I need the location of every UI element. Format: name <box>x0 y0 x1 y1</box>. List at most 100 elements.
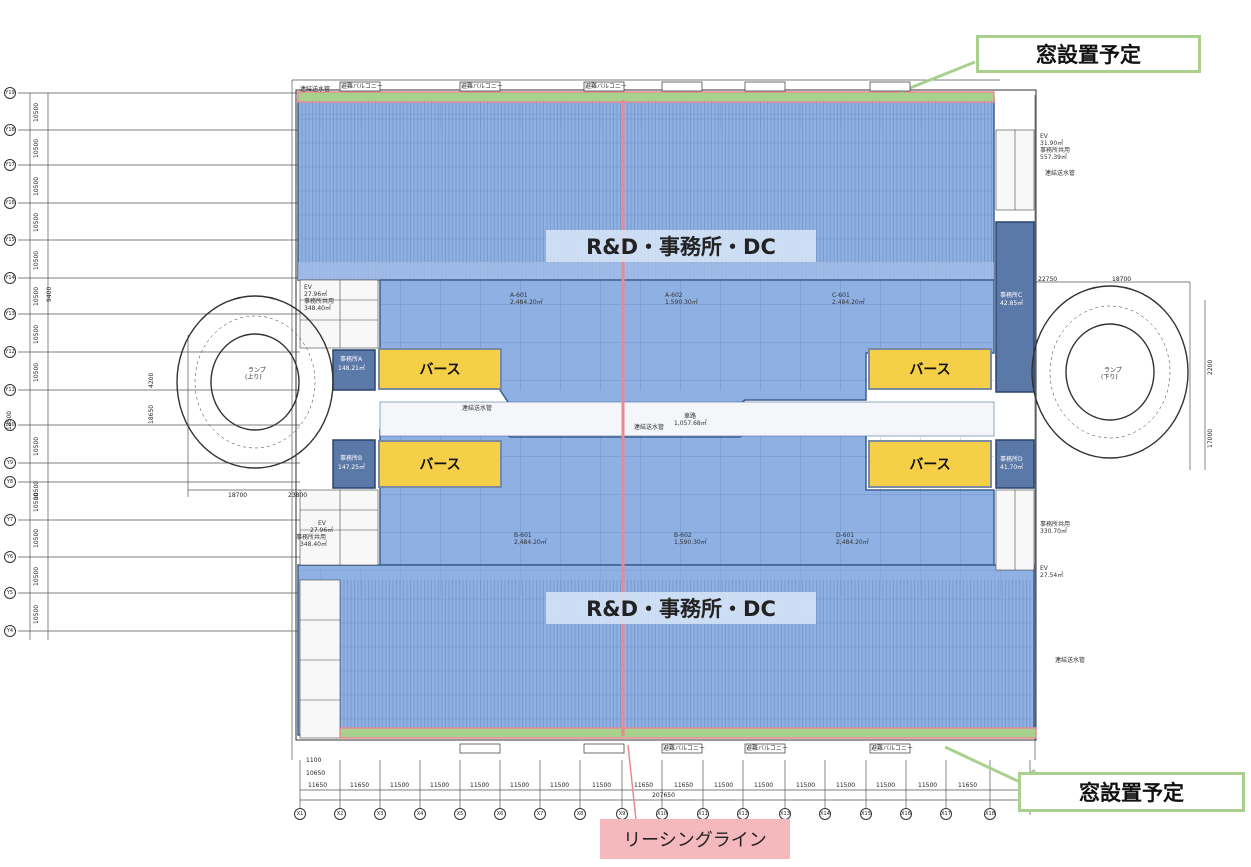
grid-col-bubble: X18 <box>984 808 996 820</box>
grid-col-bubble: X16 <box>900 808 912 820</box>
common-ne-area: 557.39㎡ <box>1040 154 1067 161</box>
office-c-block <box>995 221 1035 393</box>
pipe-label: 連結送水管 <box>300 86 331 93</box>
ramp-right-label: ランプ <box>1104 367 1122 374</box>
vdim: 10500 <box>33 250 40 270</box>
ev-sw-label: EV <box>318 520 326 527</box>
span-dim: 11500 <box>754 782 774 789</box>
vdim: 10500 <box>33 566 40 586</box>
span-dim: 11650 <box>350 782 370 789</box>
grid-row-bubble: Y6 <box>4 551 16 563</box>
grid-row-bubble: Y16 <box>4 197 16 209</box>
span-dim: 11650 <box>634 782 654 789</box>
ev-ne-area: 31.90㎡ <box>1040 140 1064 147</box>
span-dim: 11500 <box>470 782 490 789</box>
lane-area: 1,057.68㎡ <box>674 420 707 427</box>
common-se-label: 事務所共用 <box>1040 521 1071 528</box>
ev-se-label: EV <box>1040 565 1048 572</box>
span-dim: 11500 <box>430 782 450 789</box>
balcony-label: 避難バルコニー <box>585 83 627 90</box>
room-a602: A-602 <box>665 292 683 299</box>
berth-se: バース <box>868 440 992 488</box>
span-dim: 11500 <box>390 782 410 789</box>
room-c601-area: 2,484.20㎡ <box>832 299 865 306</box>
lane-label: 車路 <box>684 413 697 420</box>
window-strip-top <box>297 91 995 103</box>
ev-sw-area: 27.96㎡ <box>310 527 334 534</box>
balcony-label: 避難バルコニー <box>746 745 788 752</box>
room-b601-area: 2,484.20㎡ <box>514 539 547 546</box>
grid-row-bubble: Y9 <box>4 457 16 469</box>
ramp-left <box>176 295 334 469</box>
dim-1100: 1100 <box>306 757 322 764</box>
grid-col-bubble: X8 <box>574 808 586 820</box>
dim-18700-left: 18700 <box>228 492 248 499</box>
total-dim: 207650 <box>652 792 675 799</box>
span-dim: 11500 <box>510 782 530 789</box>
grid-row-bubble: Y7 <box>4 514 16 526</box>
grid-col-bubble: X6 <box>494 808 506 820</box>
room-b601: B-601 <box>514 532 532 539</box>
balcony-label: 避難バルコニー <box>871 745 913 752</box>
room-d601: D-601 <box>836 532 855 539</box>
dim-2200: 2200 <box>1207 359 1214 375</box>
grid-row-bubble: Y19 <box>4 87 16 99</box>
span-dim: 11500 <box>836 782 856 789</box>
grid-row-bubble: Y17 <box>4 159 16 171</box>
balcony-label: 避難バルコニー <box>341 83 383 90</box>
dim-22750: 22750 <box>1038 276 1058 283</box>
berth-ne: バース <box>868 348 992 390</box>
grid-lines <box>18 79 1206 815</box>
room-b602-area: 1,590.30㎡ <box>674 539 707 546</box>
grid-col-bubble: X7 <box>534 808 546 820</box>
ev-se-area: 27.54㎡ <box>1040 572 1064 579</box>
berth-nw: バース <box>378 348 502 390</box>
dim-18700-right: 18700 <box>1112 276 1132 283</box>
common-se-area: 330.70㎡ <box>1040 528 1067 535</box>
grid-row-bubble: Y13 <box>4 308 16 320</box>
dim-17000: 17000 <box>1207 428 1214 448</box>
vdim: 10500 <box>33 480 40 500</box>
north-zone <box>297 99 995 409</box>
vdim-18500: 18500 <box>6 410 13 430</box>
leasing-line <box>621 100 637 821</box>
span-dim: 11500 <box>876 782 896 789</box>
dim-23800: 23800 <box>288 492 308 499</box>
span-dim: 11500 <box>796 782 816 789</box>
room-a601-area: 2,484.20㎡ <box>510 299 543 306</box>
vdim: 10500 <box>33 286 40 306</box>
grid-row-bubble: Y4 <box>4 625 16 637</box>
pipe-label: 連結送水管 <box>634 424 665 431</box>
grid-col-bubble: X1 <box>294 808 306 820</box>
vdim: 10500 <box>33 102 40 122</box>
room-a602-area: 1,590.30㎡ <box>665 299 698 306</box>
grid-row-bubble: Y18 <box>4 124 16 136</box>
core-blocks <box>299 129 1035 739</box>
common-nw-label: 事務所共用 <box>304 298 335 305</box>
ramp-left-sub: (上り) <box>245 374 262 381</box>
grid-row-bubble: Y11 <box>4 384 16 396</box>
grid-col-bubble: X15 <box>860 808 872 820</box>
grid-row-bubble: Y5 <box>4 587 16 599</box>
common-sw-label: 事務所共用 <box>296 534 327 541</box>
vdim: 10500 <box>33 362 40 382</box>
common-nw-area: 348.40㎡ <box>304 305 331 312</box>
ramp-right <box>1031 285 1189 459</box>
balcony-markers <box>339 81 911 754</box>
grid-row-bubble: Y14 <box>4 272 16 284</box>
zone-label-south: R&D・事務所・DC <box>546 592 816 624</box>
window-strip-bottom <box>339 727 1037 739</box>
common-sw-area: 348.40㎡ <box>300 541 327 548</box>
ramp-left-label: ランプ <box>248 367 266 374</box>
grid-col-bubble: X3 <box>374 808 386 820</box>
span-dim: 11650 <box>308 782 328 789</box>
grid-col-bubble: X17 <box>940 808 952 820</box>
vdim-4200: 4200 <box>148 372 155 388</box>
office-d-area: 41.70㎡ <box>1000 464 1024 471</box>
span-dim: 11500 <box>918 782 938 789</box>
grid-col-bubble: X14 <box>819 808 831 820</box>
room-b602: B-602 <box>674 532 692 539</box>
vdim: 10500 <box>33 528 40 548</box>
vdim: 10500 <box>33 324 40 344</box>
vdim: 10500 <box>33 176 40 196</box>
